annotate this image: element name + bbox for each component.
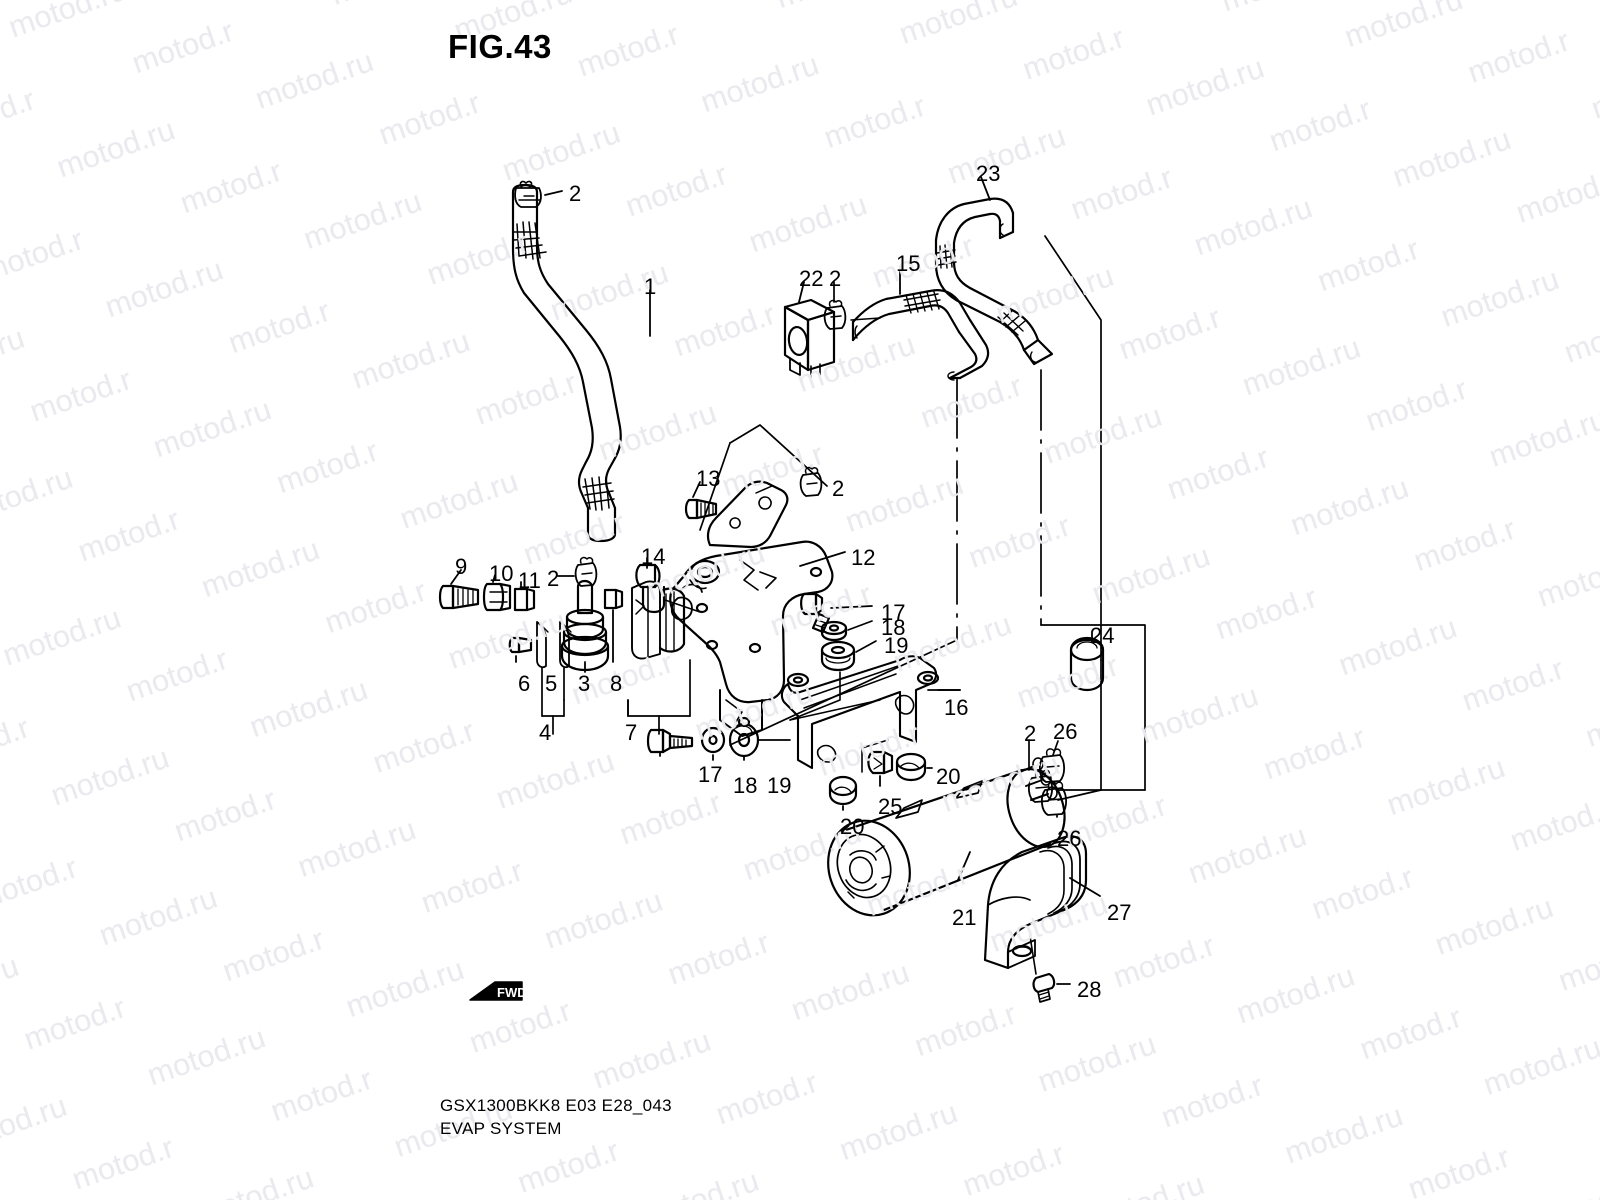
callout-11-collar: 11 <box>518 568 541 593</box>
callout-24-joint-pipe: 24 <box>1090 623 1115 648</box>
callout-22-clamp-band: 22 <box>799 266 824 291</box>
callout-14-bolt-flange: 14 <box>641 544 666 569</box>
callout-10-grommet: 10 <box>489 561 514 586</box>
callout-2-clamp: 2 <box>832 476 845 501</box>
callout-2-clamp: 2 <box>547 566 560 591</box>
callout-19-cushion: 19 <box>767 773 792 798</box>
callout-26-clamp: 26 <box>1053 719 1078 744</box>
page-title: FIG.43 <box>448 28 552 65</box>
callout-19-cushion: 19 <box>884 633 909 658</box>
callout-25-screw: 25 <box>878 794 903 819</box>
footer-system-name: EVAP SYSTEM <box>440 1119 562 1138</box>
callout-8-spacer: 8 <box>610 671 623 696</box>
callout-20-grommet: 20 <box>936 764 961 789</box>
callout-20-grommet: 20 <box>840 814 865 839</box>
callout-26-clamp: 26 <box>1057 826 1082 851</box>
callout-5-spring-clip: 5 <box>545 671 558 696</box>
callout-23-hose-right: 23 <box>976 161 1001 186</box>
callout-15-hose-upper-right: 15 <box>896 251 921 276</box>
callout-12-bracket-plate: 12 <box>851 545 876 570</box>
callout-28-bolt: 28 <box>1077 977 1102 1002</box>
callout-18-washer: 18 <box>733 773 758 798</box>
callout-16-bracket-canister: 16 <box>944 695 969 720</box>
callout-17-bolt: 17 <box>698 762 723 787</box>
callout-2-clamp: 2 <box>569 181 582 206</box>
callout-3-valve: 3 <box>578 671 591 696</box>
callout-7-valve-assembly-group: 7 <box>625 720 638 745</box>
callout-21-canister: 21 <box>952 905 977 930</box>
callout-2-clamp: 2 <box>1024 721 1037 746</box>
callout-27-cover-bracket: 27 <box>1107 900 1132 925</box>
callout-13-bolt: 13 <box>696 466 721 491</box>
footer-model-code: GSX1300BKK8 E03 E28_043 <box>440 1096 672 1115</box>
callout-2-clamp: 2 <box>829 266 842 291</box>
callout-4-assembly-bracket-group: 4 <box>539 720 552 745</box>
callout-9-bolt-flange: 9 <box>455 554 468 579</box>
callout-1-hose-main-left: 1 <box>644 274 657 299</box>
callout-6-screw-small: 6 <box>518 671 531 696</box>
